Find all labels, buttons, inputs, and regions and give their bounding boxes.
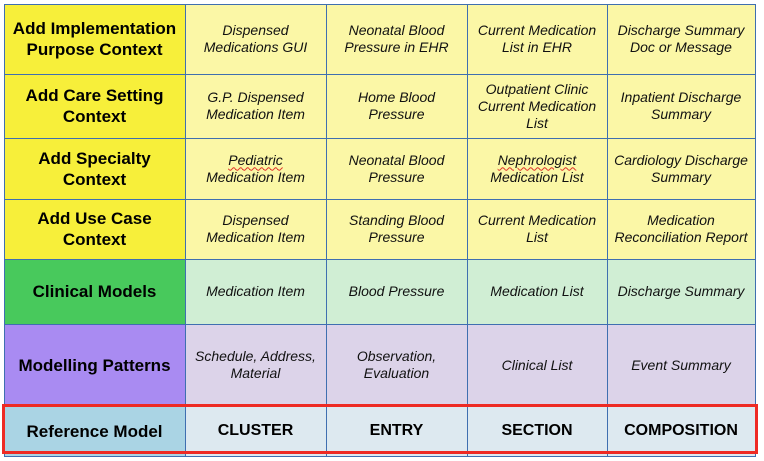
cell-clinical-section: Medication List	[466, 258, 608, 325]
cell-specialty-entry: Neonatal Blood Pressure	[325, 137, 468, 200]
spellcheck-word-pediatric: Pediatric	[228, 151, 283, 168]
cell-implementation-section: Current Medication List in EHR	[466, 3, 608, 75]
cell-care-setting-cluster: G.P. Dispensed Medication Item	[184, 73, 327, 139]
cell-patterns-composition: Event Summary	[606, 323, 756, 407]
cell-care-setting-entry: Home Blood Pressure	[325, 73, 468, 139]
row-header-specialty: Add Specialty Context	[3, 137, 186, 200]
cell-reference-cluster: CLUSTER	[184, 405, 327, 457]
row-header-clinical-models: Clinical Models	[3, 258, 186, 325]
cell-clinical-composition: Discharge Summary	[606, 258, 756, 325]
spellcheck-word-nephrologist: Nephrologist	[497, 151, 577, 168]
cell-implementation-cluster: Dispensed Medications GUI	[184, 3, 327, 75]
cell-implementation-composition: Discharge Summary Doc or Message	[606, 3, 756, 75]
cell-care-setting-section: Outpatient Clinic Current Medication Lis…	[466, 73, 608, 139]
cell-clinical-entry: Blood Pressure	[325, 258, 468, 325]
row-header-use-case: Add Use Case Context	[3, 198, 186, 260]
row-header-modelling-patterns: Modelling Patterns	[3, 323, 186, 407]
cell-reference-entry: ENTRY	[325, 405, 468, 457]
row-header-reference-model: Reference Model	[3, 405, 186, 457]
cell-patterns-entry: Observation, Evaluation	[325, 323, 468, 407]
modelling-layers-table: Add Implementation Purpose Context Dispe…	[3, 3, 756, 457]
cell-reference-composition: COMPOSITION	[606, 405, 756, 457]
cell-use-case-section: Current Medication List	[466, 198, 608, 260]
cell-care-setting-composition: Inpatient Discharge Summary	[606, 73, 756, 139]
cell-clinical-cluster: Medication Item	[184, 258, 327, 325]
cell-use-case-composition: Medication Reconciliation Report	[606, 198, 756, 260]
cell-specialty-composition: Cardiology Discharge Summary	[606, 137, 756, 200]
row-header-care-setting: Add Care Setting Context	[3, 73, 186, 139]
cell-implementation-entry: Neonatal Blood Pressure in EHR	[325, 3, 468, 75]
cell-use-case-entry: Standing Blood Pressure	[325, 198, 468, 260]
cell-specialty-section-text: Medication List	[490, 168, 584, 185]
cell-patterns-section: Clinical List	[466, 323, 608, 407]
cell-patterns-cluster: Schedule, Address, Material	[184, 323, 327, 407]
cell-reference-section: SECTION	[466, 405, 608, 457]
cell-specialty-cluster-text: Medication Item	[206, 168, 305, 185]
row-header-implementation-purpose: Add Implementation Purpose Context	[3, 3, 186, 75]
cell-use-case-cluster: Dispensed Medication Item	[184, 198, 327, 260]
